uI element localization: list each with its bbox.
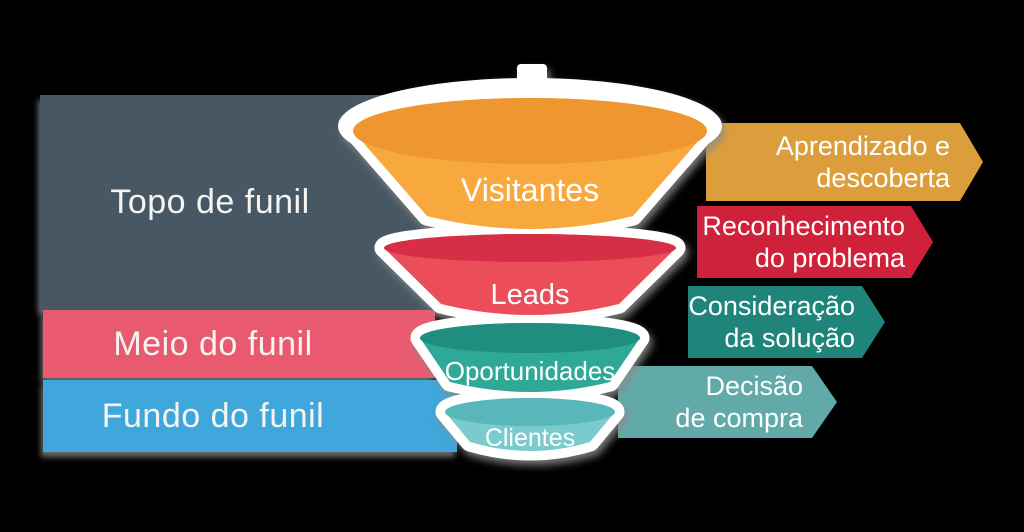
- banner-line: descoberta: [816, 163, 950, 193]
- funnel-segment-oportunidades-top: [420, 323, 640, 353]
- stage-label-fundo-do-funil: Fundo do funil: [101, 396, 325, 435]
- stage-label-topo-de-funil: Topo de funil: [110, 183, 310, 221]
- banner-consideracao-da-solucao: Consideração da solução: [688, 286, 885, 358]
- banner-aprendizado-e-descoberta: Aprendizado e descoberta: [706, 123, 983, 201]
- stage-label-meio-do-funil: Meio do funil: [113, 324, 313, 363]
- funnel-label-leads: Leads: [490, 279, 570, 311]
- banner-line: de compra: [675, 403, 803, 433]
- banner-line: Consideração: [688, 290, 855, 321]
- funnel-segments: [353, 98, 707, 451]
- funnel-label-clientes: Clientes: [484, 424, 576, 452]
- stage-box-fundo-do-funil: Fundo do funil: [43, 380, 457, 452]
- stage-box-meio-do-funil: Meio do funil: [43, 310, 435, 378]
- banner-line: Decisão: [705, 370, 803, 401]
- banner-reconhecimento-do-problema: Reconhecimento do problema: [697, 206, 933, 278]
- banner-text-reconhecimento: Reconhecimento do problema: [702, 210, 933, 275]
- banner-decisao-de-compra: Decisão de compra: [618, 366, 837, 438]
- funnel-segment-clientes-top: [445, 398, 615, 426]
- banner-line: da solução: [724, 323, 855, 353]
- banner-line: Aprendizado e: [775, 130, 950, 161]
- banner-text-aprendizado: Aprendizado e descoberta: [776, 130, 983, 195]
- funnel-label-oportunidades: Oportunidades: [444, 356, 616, 386]
- banner-text-consideracao: Consideração da solução: [688, 290, 885, 355]
- funnel-label-visitantes: Visitantes: [460, 172, 600, 208]
- banner-line: do problema: [754, 243, 905, 273]
- banner-line: Reconhecimento: [702, 210, 905, 241]
- funnel-segment-leads-top: [384, 234, 676, 262]
- funnel-segment-visitantes-top: [353, 98, 707, 164]
- banner-text-decisao: Decisão de compra: [675, 370, 837, 435]
